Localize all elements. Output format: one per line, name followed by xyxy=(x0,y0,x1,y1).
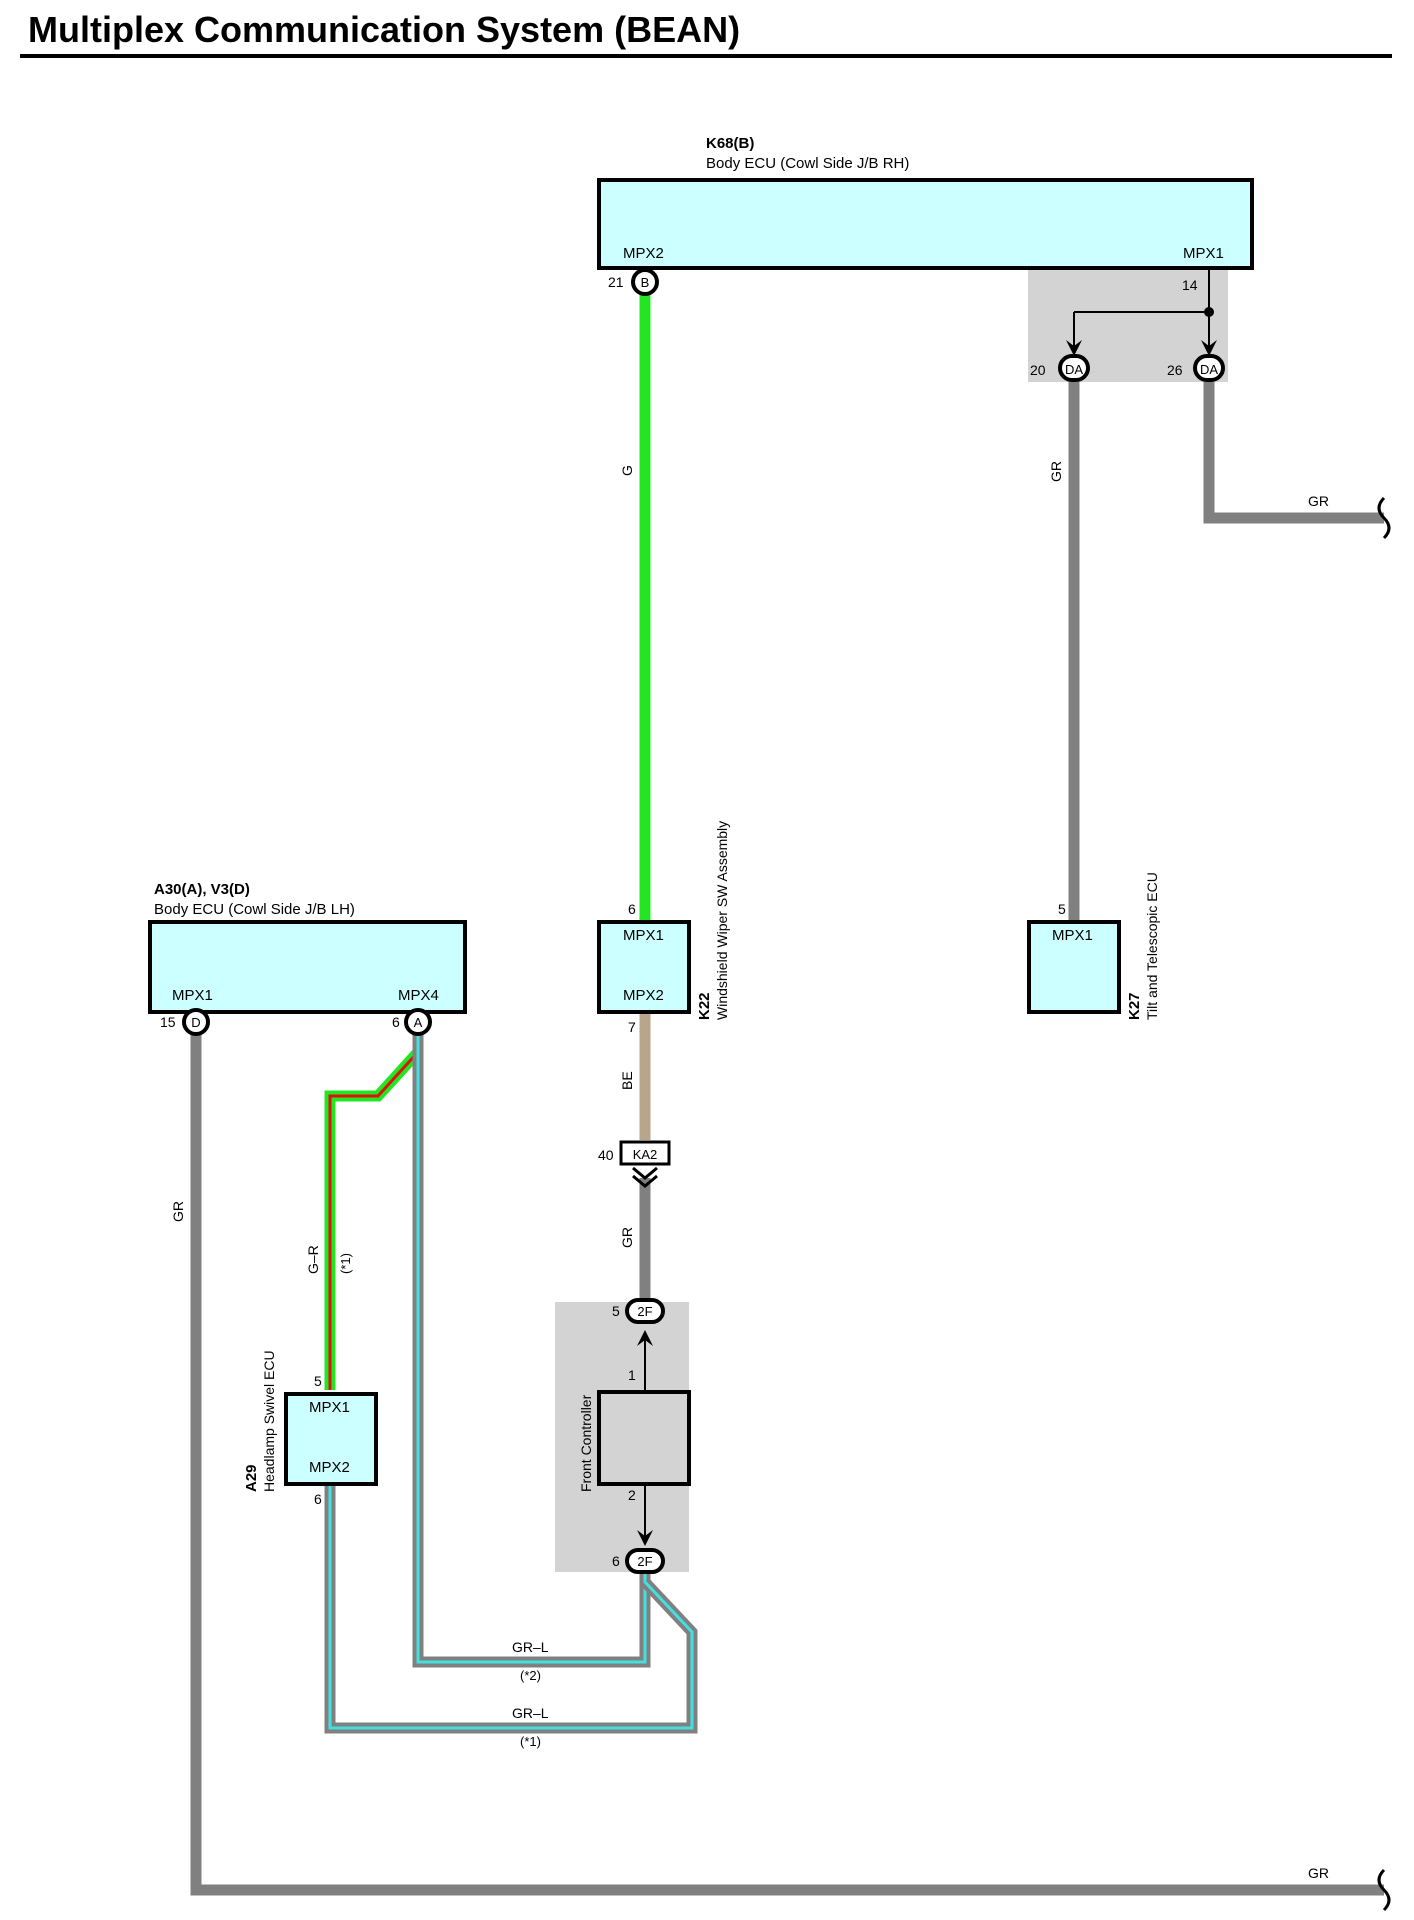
k22-pin-6: 6 xyxy=(628,901,636,917)
k27-pin-5: 5 xyxy=(1058,901,1066,917)
a30-connector-d xyxy=(182,1008,210,1036)
da26-code: DA xyxy=(1200,362,1218,377)
k27-pin-mpx1: MPX1 xyxy=(1052,927,1093,944)
wire-gr-l-upper-stripe xyxy=(416,1032,647,1664)
ka2-code: KA2 xyxy=(633,1147,658,1162)
a29-pin-5: 5 xyxy=(314,1373,322,1389)
k27-tilt-telescopic-ecu xyxy=(1027,920,1121,1014)
front-controller-pin-1: 1 xyxy=(628,1367,636,1383)
a29-name: Headlamp Swivel ECU xyxy=(261,1350,277,1492)
wire-gr-right-top xyxy=(1203,382,1384,524)
continuation-mark-top xyxy=(1377,496,1391,540)
da20-code: DA xyxy=(1065,362,1083,377)
a30-name: Body ECU (Cowl Side J/B LH) xyxy=(154,901,355,918)
k68-pin-mpx1: MPX1 xyxy=(1183,245,1224,262)
wire-label-gr-left: GR xyxy=(170,1201,186,1222)
connector-2f-bottom: 6 2F xyxy=(612,1548,665,1574)
a30-body-ecu xyxy=(148,920,467,1014)
a30-ref: A30(A), V3(D) xyxy=(154,881,250,898)
splice-14 xyxy=(1066,268,1217,356)
a29-headlamp-swivel-ecu xyxy=(284,1392,378,1486)
a30-pin-mpx1: MPX1 xyxy=(172,987,213,1004)
k68-ref: K68(B) xyxy=(706,135,754,152)
a30-conn-d-label: D xyxy=(191,1015,200,1030)
connector-ka2: 40 KA2 xyxy=(598,1140,671,1188)
k68-pin-21: 21 xyxy=(608,274,624,290)
k22-name: Windshield Wiper SW Assembly xyxy=(714,821,730,1020)
wire-g-r xyxy=(324,1048,423,1390)
front-controller-leads xyxy=(637,1330,653,1546)
k68-connector-b xyxy=(631,268,659,296)
k22-pin-mpx1: MPX1 xyxy=(623,927,664,944)
k68-body-ecu xyxy=(597,178,1254,270)
connector-da26: 26 DA xyxy=(1167,354,1225,382)
wire-note-gr-l-lower: (*1) xyxy=(520,1734,541,1749)
wire-label-gr-l-upper: GR–L xyxy=(512,1639,549,1655)
a30-pin-15: 15 xyxy=(160,1014,176,1030)
k22-ref: K22 xyxy=(696,992,713,1020)
k27-ref: K27 xyxy=(1126,992,1143,1020)
front-controller xyxy=(597,1390,691,1486)
wire-label-gr-bottom: GR xyxy=(1308,1865,1329,1881)
connector-da20: 20 DA xyxy=(1030,354,1090,382)
k22-pin-7: 7 xyxy=(628,1019,636,1035)
a30-pin-6: 6 xyxy=(392,1014,400,1030)
wire-label-g: G xyxy=(619,465,635,476)
da20-pin: 20 xyxy=(1030,362,1046,378)
wire-gr-bottom xyxy=(190,1032,1384,1896)
k68-conn-b-label: B xyxy=(641,275,650,290)
a29-ref: A29 xyxy=(243,1464,260,1492)
a29-pin-mpx2: MPX2 xyxy=(309,1459,350,1476)
a30-conn-a-label: A xyxy=(414,1015,423,1030)
k68-pin-mpx2: MPX2 xyxy=(623,245,664,262)
2f-bottom-pin: 6 xyxy=(612,1553,620,1569)
wire-g-r-stripe xyxy=(328,1050,420,1390)
2f-top-pin: 5 xyxy=(612,1303,620,1319)
title-rule xyxy=(20,54,1392,58)
a29-pin-mpx1: MPX1 xyxy=(309,1399,350,1416)
continuation-mark-bottom xyxy=(1377,1868,1391,1912)
wire-gr-l-lower-stripe xyxy=(328,1484,694,1730)
page-title: Multiplex Communication System (BEAN) xyxy=(28,9,740,50)
front-controller-name: Front Controller xyxy=(578,1394,594,1492)
k22-windshield-wiper-sw xyxy=(597,920,691,1014)
da26-pin: 26 xyxy=(1167,362,1183,378)
wire-label-gr-l-lower: GR–L xyxy=(512,1705,549,1721)
ka2-pin: 40 xyxy=(598,1147,614,1163)
wire-note-gr-l-upper: (*2) xyxy=(520,1668,541,1683)
k22-pin-mpx2: MPX2 xyxy=(623,987,664,1004)
2f-top-code: 2F xyxy=(637,1304,652,1319)
k68-name: Body ECU (Cowl Side J/B RH) xyxy=(706,155,909,172)
k68-pin-14: 14 xyxy=(1182,277,1198,293)
wire-label-g-r: G–R xyxy=(305,1245,321,1274)
a29-pin-6: 6 xyxy=(314,1491,322,1507)
2f-bottom-code: 2F xyxy=(637,1554,652,1569)
wire-label-be: BE xyxy=(619,1071,635,1090)
k27-name: Tilt and Telescopic ECU xyxy=(1144,872,1160,1020)
connector-2f-top: 5 2F xyxy=(612,1298,665,1324)
a30-pin-mpx4: MPX4 xyxy=(398,987,439,1004)
wire-note-g-r: (*1) xyxy=(338,1253,353,1274)
wire-label-gr-k27: GR xyxy=(1048,461,1064,482)
wire-label-gr-ka2: GR xyxy=(619,1227,635,1248)
wire-label-gr-right-top: GR xyxy=(1308,493,1329,509)
a30-connector-a xyxy=(404,1008,432,1036)
front-controller-pin-2: 2 xyxy=(628,1487,636,1503)
